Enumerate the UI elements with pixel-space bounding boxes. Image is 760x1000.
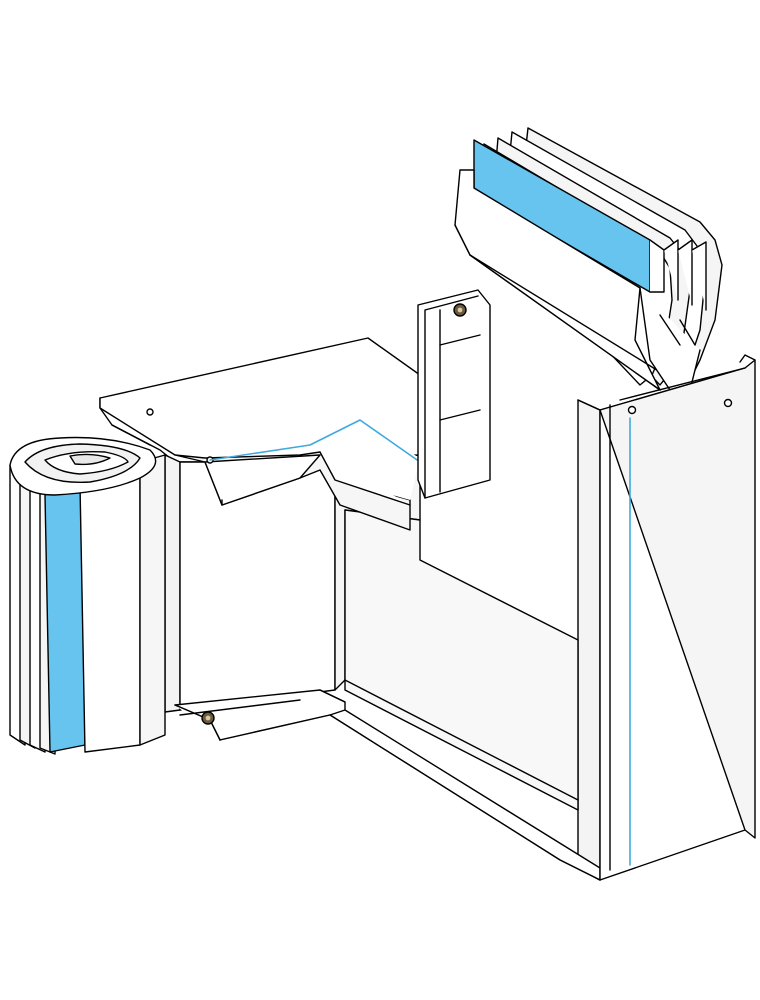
front-panel bbox=[577, 354, 756, 881]
right-flange bbox=[577, 399, 601, 881]
bracket-plate bbox=[417, 289, 491, 499]
stack-cover bbox=[454, 169, 701, 391]
left-side-wall bbox=[164, 454, 181, 713]
top-fold bbox=[174, 430, 420, 531]
conductor-line-top bbox=[209, 419, 421, 463]
bracket-bolt-icon bbox=[453, 303, 467, 317]
bottom-bolt-icon bbox=[201, 711, 215, 725]
busbar-stack-left bbox=[9, 436, 166, 755]
inner-floor bbox=[344, 509, 579, 811]
